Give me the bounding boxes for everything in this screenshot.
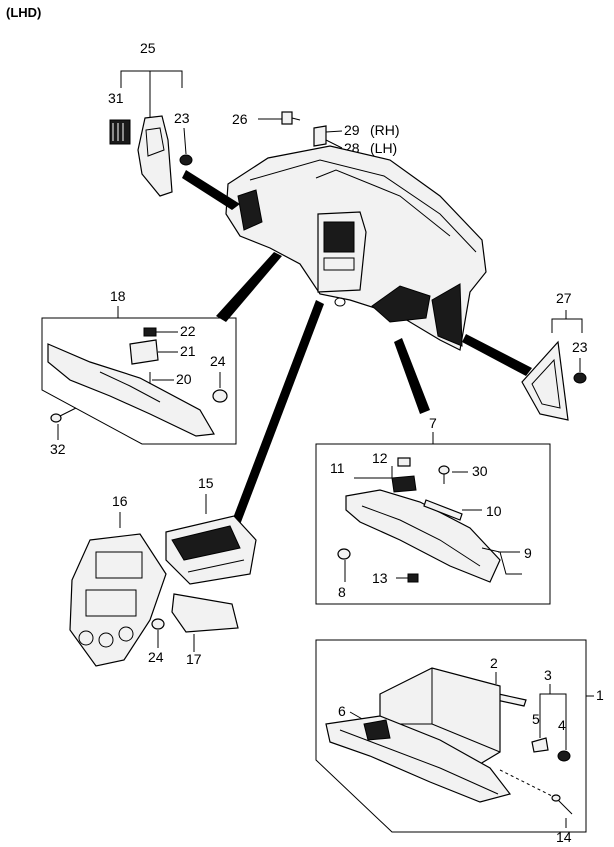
clip-24-upper bbox=[212, 389, 228, 403]
callout-24-upper: 24 bbox=[210, 353, 226, 369]
bracket-3 bbox=[539, 693, 567, 710]
group-27: 27 23 bbox=[521, 290, 588, 421]
leader-29 bbox=[325, 130, 343, 133]
callout-7: 7 bbox=[429, 415, 437, 431]
side-cover-25 bbox=[137, 115, 173, 197]
callout-16: 16 bbox=[112, 493, 128, 509]
callout-22: 22 bbox=[180, 323, 196, 339]
rod-10 bbox=[423, 499, 463, 521]
center-bezel-16 bbox=[69, 533, 167, 667]
leader-23-upper bbox=[183, 127, 187, 155]
tag-rh: (RH) bbox=[370, 122, 400, 138]
callout-23-right: 23 bbox=[572, 339, 588, 355]
callout-11: 11 bbox=[330, 460, 345, 476]
side-cover-detail bbox=[145, 127, 165, 157]
bracket-25 bbox=[120, 70, 183, 88]
group-25: 25 31 23 bbox=[108, 40, 193, 197]
callout-8: 8 bbox=[338, 584, 346, 600]
group-7: 7 11 12 30 10 9 8 13 bbox=[315, 415, 551, 605]
callout-30: 30 bbox=[472, 463, 488, 479]
callout-23-upper: 23 bbox=[174, 110, 190, 126]
frame-7 bbox=[315, 443, 551, 605]
vent-grille-31 bbox=[109, 119, 131, 145]
bolt-26 bbox=[281, 111, 301, 125]
latch-6 bbox=[363, 719, 391, 741]
lower-panel-18 bbox=[47, 343, 215, 437]
callout-27: 27 bbox=[556, 290, 572, 306]
group-1: 1 2 3 5 4 6 14 bbox=[315, 639, 604, 845]
dashed-leader-14 bbox=[499, 769, 553, 797]
bracket-11 bbox=[391, 475, 417, 493]
pointer-band-15 bbox=[230, 300, 324, 530]
glovebox-opening bbox=[371, 285, 431, 323]
damper-5 bbox=[531, 737, 549, 753]
callout-31: 31 bbox=[108, 90, 124, 106]
callout-2: 2 bbox=[490, 655, 498, 671]
group-center-trim: 15 16 17 24 bbox=[69, 475, 257, 667]
dash-detail-hole bbox=[334, 297, 346, 307]
screw-14 bbox=[551, 794, 573, 815]
clip-22 bbox=[143, 327, 157, 337]
callout-25: 25 bbox=[140, 40, 156, 56]
pointer-band-18 bbox=[216, 252, 282, 322]
frame-18 bbox=[41, 317, 237, 445]
bracket-21 bbox=[129, 339, 159, 365]
callout-24-lower: 24 bbox=[148, 649, 164, 665]
callout-17: 17 bbox=[186, 651, 202, 667]
pointer-band-upper-left bbox=[182, 170, 240, 210]
callout-12: 12 bbox=[372, 450, 388, 466]
callout-15: 15 bbox=[198, 475, 214, 491]
radio-opening bbox=[323, 257, 355, 271]
clip-8 bbox=[337, 548, 351, 560]
callout-9: 9 bbox=[524, 545, 532, 561]
tag-lh: (LH) bbox=[370, 140, 397, 156]
callout-3: 3 bbox=[544, 667, 552, 683]
callout-1: 1 bbox=[596, 687, 604, 703]
screw-30 bbox=[438, 465, 450, 484]
bracket-28-29 bbox=[313, 125, 327, 147]
variant-label: (LHD) bbox=[6, 5, 41, 20]
callout-6: 6 bbox=[338, 703, 346, 719]
callout-20: 20 bbox=[176, 371, 192, 387]
center-vent-opening bbox=[323, 221, 355, 253]
callout-14: 14 bbox=[556, 829, 572, 845]
callout-5: 5 bbox=[532, 711, 540, 727]
group-18: 18 22 21 20 24 32 bbox=[41, 288, 237, 457]
clip-23-upper bbox=[179, 154, 193, 166]
callout-13: 13 bbox=[372, 570, 388, 586]
harness-9 bbox=[481, 547, 522, 575]
leader-28 bbox=[325, 139, 343, 149]
screw-32 bbox=[50, 407, 77, 423]
callout-4: 4 bbox=[558, 717, 566, 733]
callout-10: 10 bbox=[486, 503, 502, 519]
callout-29: 29 bbox=[344, 122, 360, 138]
callout-18: 18 bbox=[110, 288, 126, 304]
pocket-17 bbox=[171, 593, 239, 633]
crossmember-7 bbox=[345, 489, 501, 583]
pointer-band-27 bbox=[462, 334, 532, 376]
clip-23-right bbox=[573, 372, 587, 384]
pointer-band-7 bbox=[394, 338, 430, 414]
clip-12 bbox=[397, 457, 411, 467]
right-side-opening bbox=[431, 283, 463, 347]
callout-32: 32 bbox=[50, 441, 66, 457]
frame-1 bbox=[315, 639, 587, 833]
callout-26: 26 bbox=[232, 111, 248, 127]
dashboard-main bbox=[225, 145, 487, 351]
bracket-27 bbox=[551, 318, 583, 333]
clip-24-lower bbox=[151, 618, 165, 630]
side-cover-27 bbox=[521, 340, 569, 421]
clip-13 bbox=[407, 573, 419, 583]
left-vent-opening bbox=[237, 189, 263, 231]
callout-21: 21 bbox=[180, 343, 196, 359]
stopper-4 bbox=[557, 750, 571, 762]
